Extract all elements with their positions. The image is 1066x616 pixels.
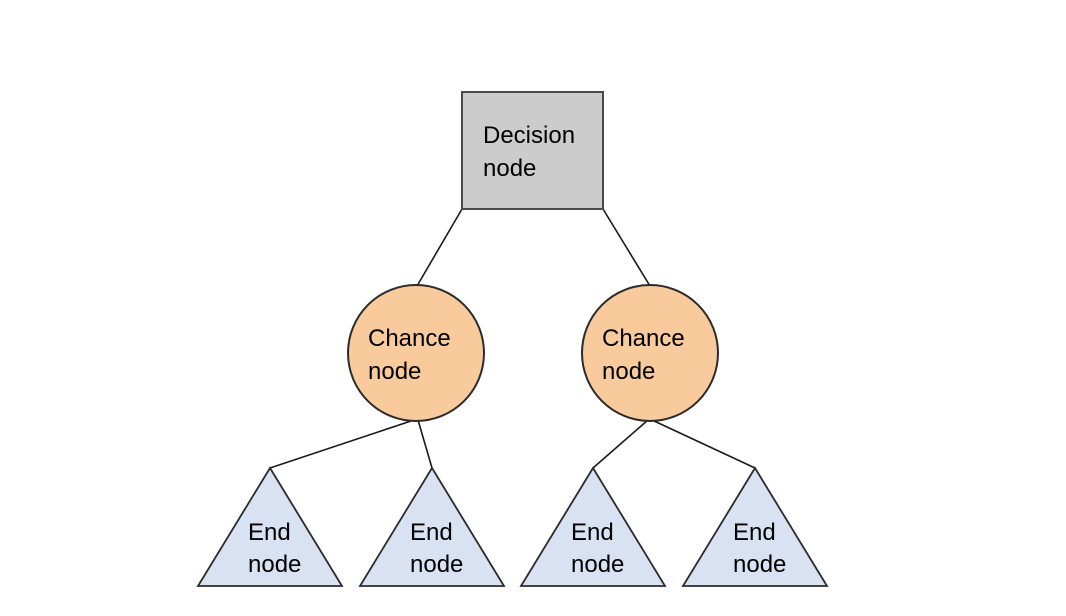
- end-node-3-label: End node: [571, 519, 624, 578]
- end-node-1-label: End node: [248, 519, 301, 578]
- end-node-3-border: [519, 466, 667, 587]
- chance-node-left-border: [347, 284, 485, 422]
- chance-node-right-label: Chance node: [602, 325, 691, 385]
- edge-decision-to-chance-left: [416, 208, 463, 287]
- end-node-4-border: [681, 466, 829, 587]
- chance-node-left-shape: [348, 285, 484, 421]
- edge-chance-right-to-end-3: [592, 419, 649, 469]
- chance-node-right-shape: [582, 285, 718, 421]
- decision-node-label: Decision node: [483, 122, 582, 182]
- edge-decision-to-chance-right: [602, 208, 651, 287]
- decision-node-shape: [462, 92, 603, 209]
- edge-chance-right-to-end-4: [651, 419, 756, 469]
- end-node-2-border: [358, 466, 506, 587]
- decision-node-border: [461, 91, 604, 210]
- chance-node-right-border: [581, 284, 719, 422]
- edge-chance-left-to-end-1: [269, 419, 415, 469]
- end-node-4-shape: [683, 468, 827, 586]
- edge-chance-left-to-end-2: [417, 419, 433, 469]
- end-node-1-shape: [198, 468, 342, 586]
- end-node-3-shape: [521, 468, 665, 586]
- end-node-1-border: [196, 466, 344, 587]
- chance-node-left-label: Chance node: [368, 325, 457, 385]
- end-node-2-label: End node: [410, 519, 463, 578]
- end-node-2-shape: [360, 468, 504, 586]
- end-node-4-label: End node: [733, 519, 786, 578]
- edge-group: [269, 208, 756, 469]
